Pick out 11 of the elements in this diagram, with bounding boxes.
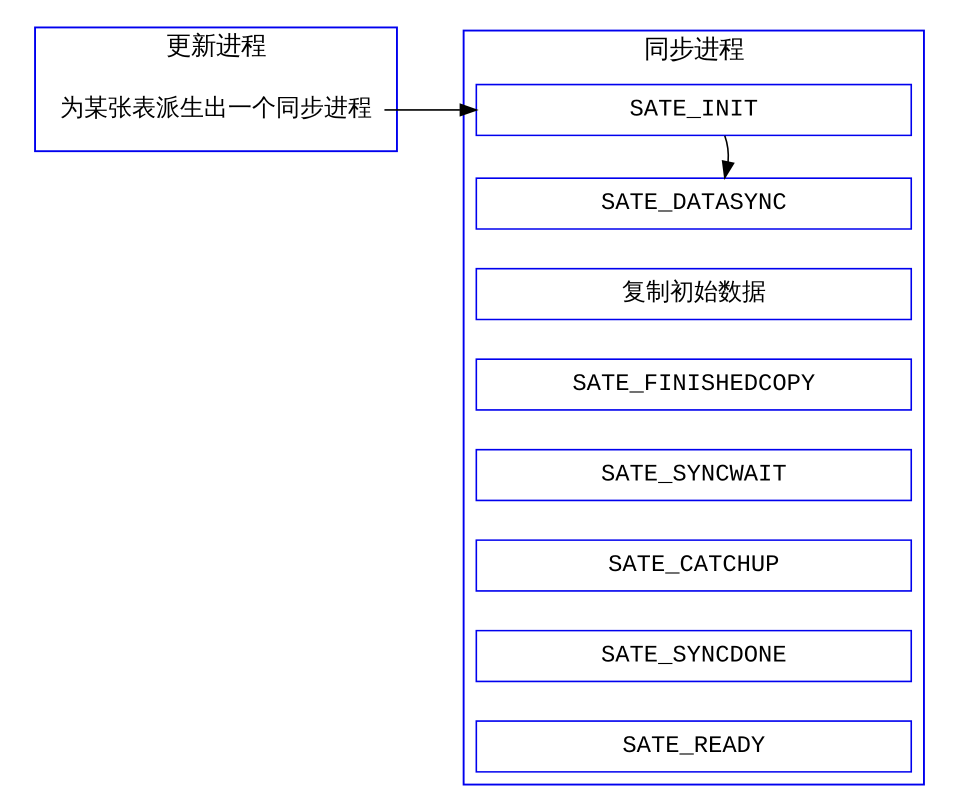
- node-box: SATE_DATASYNC: [475, 177, 912, 230]
- node-box: SATE_FINISHEDCOPY: [475, 358, 912, 411]
- node-box: SATE_SYNCDONE: [475, 630, 912, 682]
- node-text: 为某张表派生出一个同步进程: [60, 94, 372, 122]
- node-box: SATE_CATCHUP: [475, 539, 912, 592]
- node-box: SATE_INIT: [475, 84, 912, 136]
- node-box: 复制初始数据: [475, 268, 912, 320]
- arrow: [384, 103, 478, 117]
- node-box: SATE_SYNCWAIT: [475, 448, 912, 502]
- node-box: SATE_READY: [475, 720, 912, 773]
- arrow: [721, 136, 734, 180]
